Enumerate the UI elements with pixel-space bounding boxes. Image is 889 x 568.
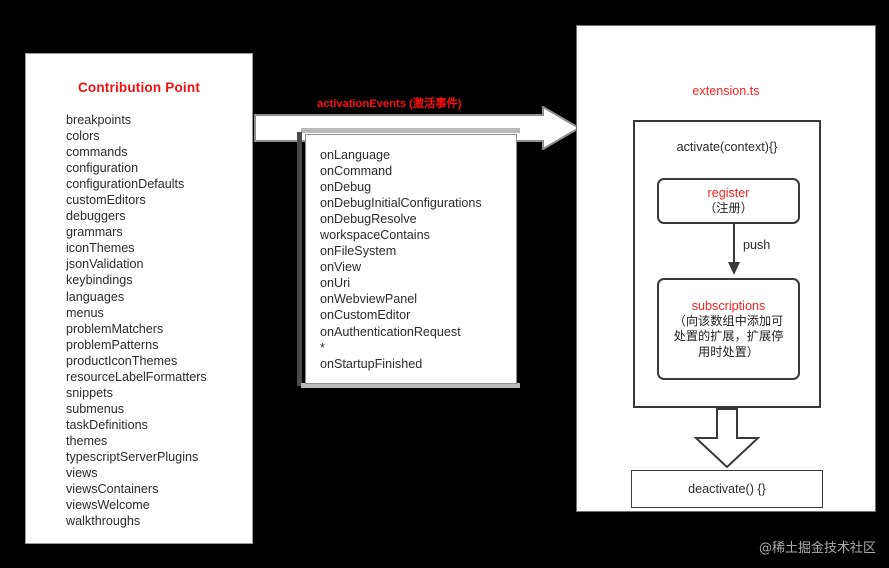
panel-edge-bottom: [301, 383, 520, 388]
subscriptions-title: subscriptions: [691, 298, 766, 313]
list-item: onWebviewPanel: [320, 292, 418, 307]
panel-edge-left: [297, 132, 302, 386]
list-item: onCustomEditor: [320, 308, 411, 323]
contribution-point-title: Contribution Point: [77, 80, 201, 95]
list-item: snippets: [66, 385, 113, 400]
list-item: onUri: [320, 276, 351, 291]
list-item: submenus: [66, 401, 125, 416]
list-item: problemPatterns: [66, 337, 159, 352]
push-label: push: [743, 238, 771, 252]
extension-ts-panel: extension.ts activate(context){} registe…: [576, 25, 876, 512]
contribution-point-panel: Contribution Point breakpoints colors co…: [25, 53, 253, 544]
register-subtitle: （注册）: [704, 201, 753, 215]
list-item: onStartupFinished: [320, 356, 423, 371]
contribution-point-list: breakpoints colors commands configuratio…: [66, 112, 252, 529]
deactivate-flow-arrow-icon: [693, 408, 761, 469]
subscriptions-box: subscriptions （向该数组中添加可 处置的扩展，扩展停 用时处置）: [657, 278, 800, 380]
list-item: iconThemes: [66, 241, 135, 256]
deactivate-function-label: deactivate() {}: [688, 482, 766, 496]
push-arrow-icon: [727, 224, 741, 276]
list-item: viewsContainers: [66, 482, 159, 497]
register-title: register: [707, 186, 750, 200]
activation-events-label: activationEvents (激活事件): [317, 98, 462, 110]
list-item: debuggers: [66, 209, 126, 224]
list-item: colors: [66, 129, 100, 144]
activate-function-label: activate(context){}: [676, 140, 778, 154]
list-item: breakpoints: [66, 113, 132, 127]
subscriptions-subtitle-line2: 处置的扩展，扩展停: [673, 329, 784, 344]
activation-events-list: onLanguage onCommand onDebug onDebugInit…: [320, 147, 516, 372]
register-box: register （注册）: [657, 178, 800, 224]
watermark: @稀土掘金技术社区: [758, 541, 876, 556]
list-item: onView: [320, 260, 362, 275]
list-item: jsonValidation: [66, 257, 144, 272]
list-item: viewsWelcome: [66, 498, 150, 513]
list-item: grammars: [66, 225, 123, 240]
list-item: problemMatchers: [66, 321, 164, 336]
list-item: *: [320, 340, 325, 355]
list-item: onDebugResolve: [320, 212, 417, 227]
list-item: themes: [66, 433, 108, 448]
subscriptions-subtitle-line1: （向该数组中添加可: [673, 313, 784, 328]
list-item: menus: [66, 305, 104, 320]
subscriptions-subtitle-line3: 用时处置）: [698, 344, 759, 359]
list-item: resourceLabelFormatters: [66, 369, 207, 384]
list-item: configuration: [66, 161, 139, 176]
panel-edge-top: [301, 128, 520, 133]
list-item: workspaceContains: [320, 228, 430, 243]
list-item: onDebug: [320, 180, 372, 195]
list-item: onFileSystem: [320, 244, 397, 259]
list-item: customEditors: [66, 193, 146, 208]
activate-function-box: activate(context){} register （注册） push s…: [633, 120, 821, 408]
list-item: onCommand: [320, 164, 393, 179]
list-item: keybindings: [66, 273, 133, 288]
list-item: productIconThemes: [66, 353, 178, 368]
list-item: configurationDefaults: [66, 177, 185, 192]
list-item: taskDefinitions: [66, 417, 148, 432]
list-item: onLanguage: [320, 148, 391, 162]
list-item: onAuthenticationRequest: [320, 324, 461, 339]
extension-ts-title: extension.ts: [692, 84, 760, 98]
list-item: onDebugInitialConfigurations: [320, 196, 482, 211]
list-item: views: [66, 466, 98, 481]
activation-events-box: onLanguage onCommand onDebug onDebugInit…: [305, 134, 517, 384]
deactivate-function-box: deactivate() {}: [631, 470, 823, 508]
activation-events-panel: onLanguage onCommand onDebug onDebugInit…: [297, 128, 520, 388]
list-item: walkthroughs: [66, 514, 141, 529]
list-item: commands: [66, 145, 128, 160]
list-item: languages: [66, 289, 125, 304]
list-item: typescriptServerPlugins: [66, 449, 199, 464]
